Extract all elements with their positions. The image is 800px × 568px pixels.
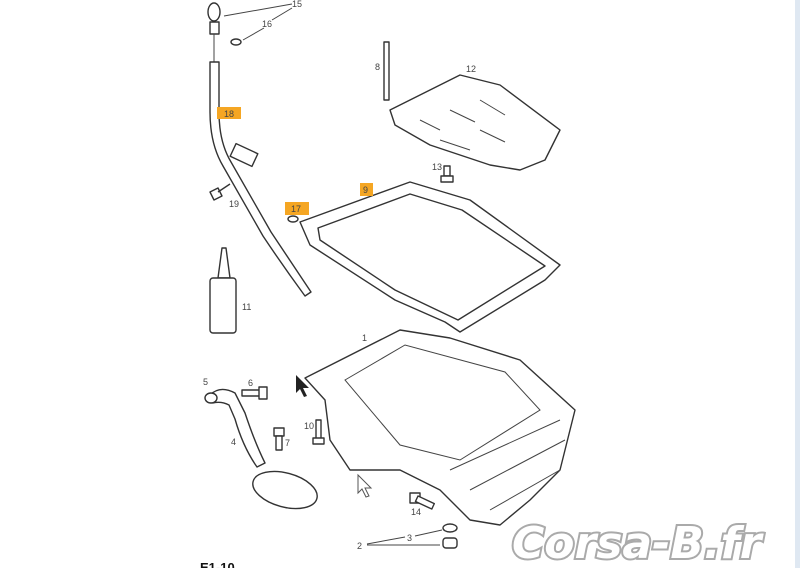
label-18: 18 <box>224 109 234 119</box>
bolt <box>440 165 454 183</box>
oil-pan <box>304 329 576 526</box>
label-2: 2 <box>357 541 362 551</box>
watermark: Corsa-B.fr <box>512 518 764 568</box>
bolt <box>241 386 268 400</box>
dipstick <box>207 2 312 297</box>
oil-pickup-pipe <box>209 388 266 468</box>
label-14: 14 <box>411 507 421 517</box>
label-19: 19 <box>229 199 239 209</box>
seal-ring <box>230 38 242 46</box>
sealant-tube <box>209 247 237 334</box>
label-13: 13 <box>432 162 442 172</box>
label-15: 15 <box>292 0 302 9</box>
mouse-cursor-icon <box>296 375 309 397</box>
diagram-code: E1-10 <box>200 560 235 568</box>
bolt <box>312 419 325 445</box>
bolt <box>273 427 285 451</box>
label-10: 10 <box>304 421 314 431</box>
bolt <box>209 183 231 201</box>
label-9: 9 <box>363 185 368 195</box>
cursor-outline-icon <box>357 473 373 498</box>
bolt <box>409 492 436 510</box>
scrollbar[interactable] <box>795 0 800 568</box>
baffle-plate <box>389 74 561 171</box>
label-7: 7 <box>285 438 290 448</box>
label-4: 4 <box>231 437 236 447</box>
label-11: 11 <box>242 302 251 312</box>
label-17: 17 <box>291 204 301 214</box>
label-8: 8 <box>375 62 380 72</box>
label-12: 12 <box>466 64 476 74</box>
label-16: 16 <box>262 19 272 29</box>
label-3: 3 <box>407 533 412 543</box>
label-5: 5 <box>203 377 208 387</box>
label-6: 6 <box>248 378 253 388</box>
label-1: 1 <box>362 333 367 343</box>
